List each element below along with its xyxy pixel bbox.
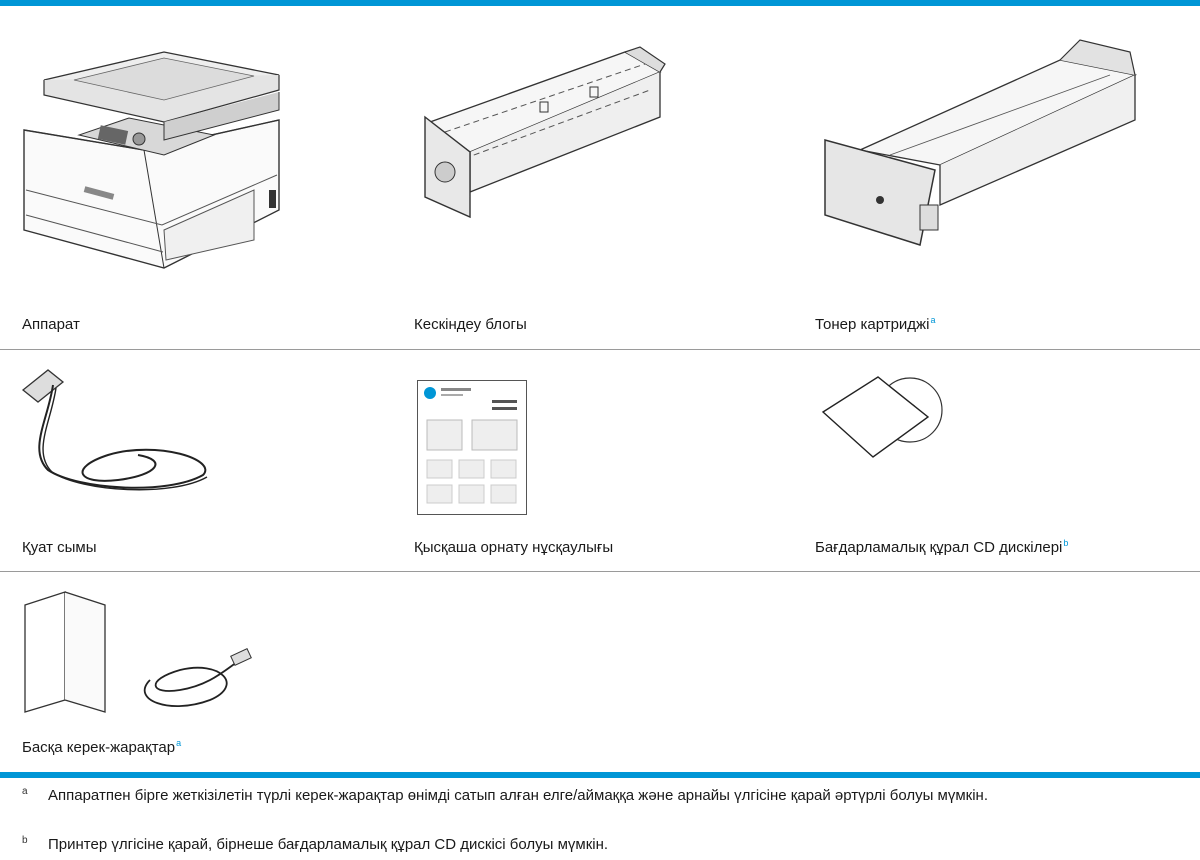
item-label-imaging-unit: Кескіндеу блогы [414,316,527,333]
footnote-mark: b [22,835,28,846]
footnote-ref-a: a [176,738,182,748]
bottom-accent-rule [0,772,1200,778]
footnote-text: Аппаратпен бірге жеткізілетін түрлі кере… [48,787,989,804]
item-label-software-cd: Бағдарламалық құрал CD дискілеріb [815,538,1069,557]
item-label-toner-cartridge: Тонер картриджіa [815,315,936,334]
power-cord-illustration [18,360,218,500]
printer-illustration [14,40,304,270]
quick-setup-guide-illustration [417,380,527,515]
footnote-ref-a: a [930,315,936,325]
item-label-power-cord: Қуат сымы [22,539,97,556]
item-label-quick-setup-guide: Қысқаша орнату нұсқаулығы [414,539,614,556]
footnote-a: a Аппаратпен бірге жеткізілетін түрлі ке… [22,785,1172,807]
footnote-mark: a [22,786,28,797]
footnote-ref-b: b [1063,538,1069,548]
item-label-other-accessories: Басқа керек-жарақтарa [22,738,182,757]
row-separator [0,571,1200,572]
other-accessories-illustration [20,590,260,720]
top-accent-rule [0,0,1200,6]
footnote-text: Принтер үлгісіне қарай, бірнеше бағдарла… [48,836,609,853]
footnote-b: b Принтер үлгісіне қарай, бірнеше бағдар… [22,834,1172,856]
software-cd-illustration [818,372,953,472]
toner-cartridge-illustration [810,30,1150,260]
item-label-machine: Аппарат [22,316,80,333]
row-separator [0,349,1200,350]
imaging-unit-illustration [410,42,680,222]
